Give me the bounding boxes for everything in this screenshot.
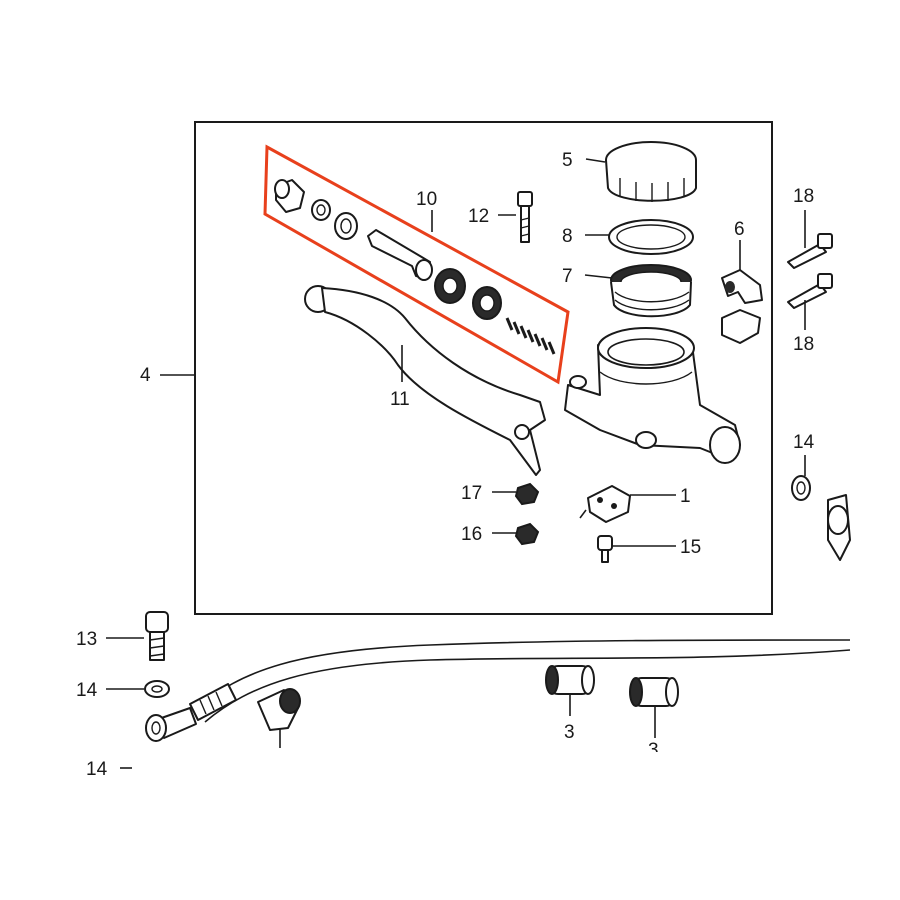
clamp-bolts bbox=[787, 233, 833, 309]
callout-15: 15 bbox=[680, 537, 701, 558]
callout-16: 16 bbox=[461, 524, 482, 545]
callout-3-right: 3 bbox=[648, 740, 659, 761]
reservoir-cap bbox=[605, 141, 697, 202]
callout-13: 13 bbox=[76, 629, 97, 650]
callout-7: 7 bbox=[562, 266, 573, 287]
callout-1: 1 bbox=[680, 486, 691, 507]
callout-11: 11 bbox=[390, 389, 410, 410]
grommet-right bbox=[629, 677, 679, 707]
master-cylinder-body bbox=[564, 327, 741, 464]
callout-8: 8 bbox=[562, 226, 573, 247]
diaphragm bbox=[610, 264, 692, 318]
cap-nut bbox=[514, 522, 540, 546]
sealing-washer-right bbox=[791, 475, 811, 501]
banjo-bolt bbox=[145, 611, 169, 661]
lever-nut bbox=[514, 482, 540, 506]
switch-screw bbox=[597, 535, 613, 563]
leader-lines bbox=[106, 158, 806, 769]
callout-4: 4 bbox=[140, 365, 151, 386]
assembly-frame bbox=[194, 121, 773, 615]
callout-3-left: 3 bbox=[564, 722, 575, 743]
handlebar-clamp bbox=[721, 269, 763, 344]
brake-hose bbox=[145, 639, 851, 742]
callout-18-bottom: 18 bbox=[793, 334, 814, 355]
callout-18-top: 18 bbox=[793, 186, 814, 207]
highlight-box bbox=[263, 144, 570, 385]
grommet-left bbox=[545, 665, 595, 695]
hose-fitting-right bbox=[827, 494, 851, 561]
callout-10: 10 bbox=[416, 189, 437, 210]
brake-light-switch bbox=[579, 485, 631, 523]
callout-14-left: 14 bbox=[76, 680, 98, 701]
hose-guide bbox=[257, 688, 301, 731]
crop-mask bbox=[0, 752, 900, 900]
callout-6: 6 bbox=[734, 219, 745, 240]
callout-12: 12 bbox=[468, 206, 489, 227]
sealing-washer-left bbox=[144, 680, 170, 698]
callout-14-bottom-visible: 14 bbox=[86, 759, 108, 780]
callout-5: 5 bbox=[562, 150, 573, 171]
brake-lever bbox=[304, 285, 546, 476]
piston-kit-parts bbox=[274, 179, 556, 355]
diaphragm-plate bbox=[608, 219, 694, 255]
callout-17: 17 bbox=[461, 483, 482, 504]
callout-14-right: 14 bbox=[793, 432, 815, 453]
pivot-bolt bbox=[517, 191, 533, 243]
